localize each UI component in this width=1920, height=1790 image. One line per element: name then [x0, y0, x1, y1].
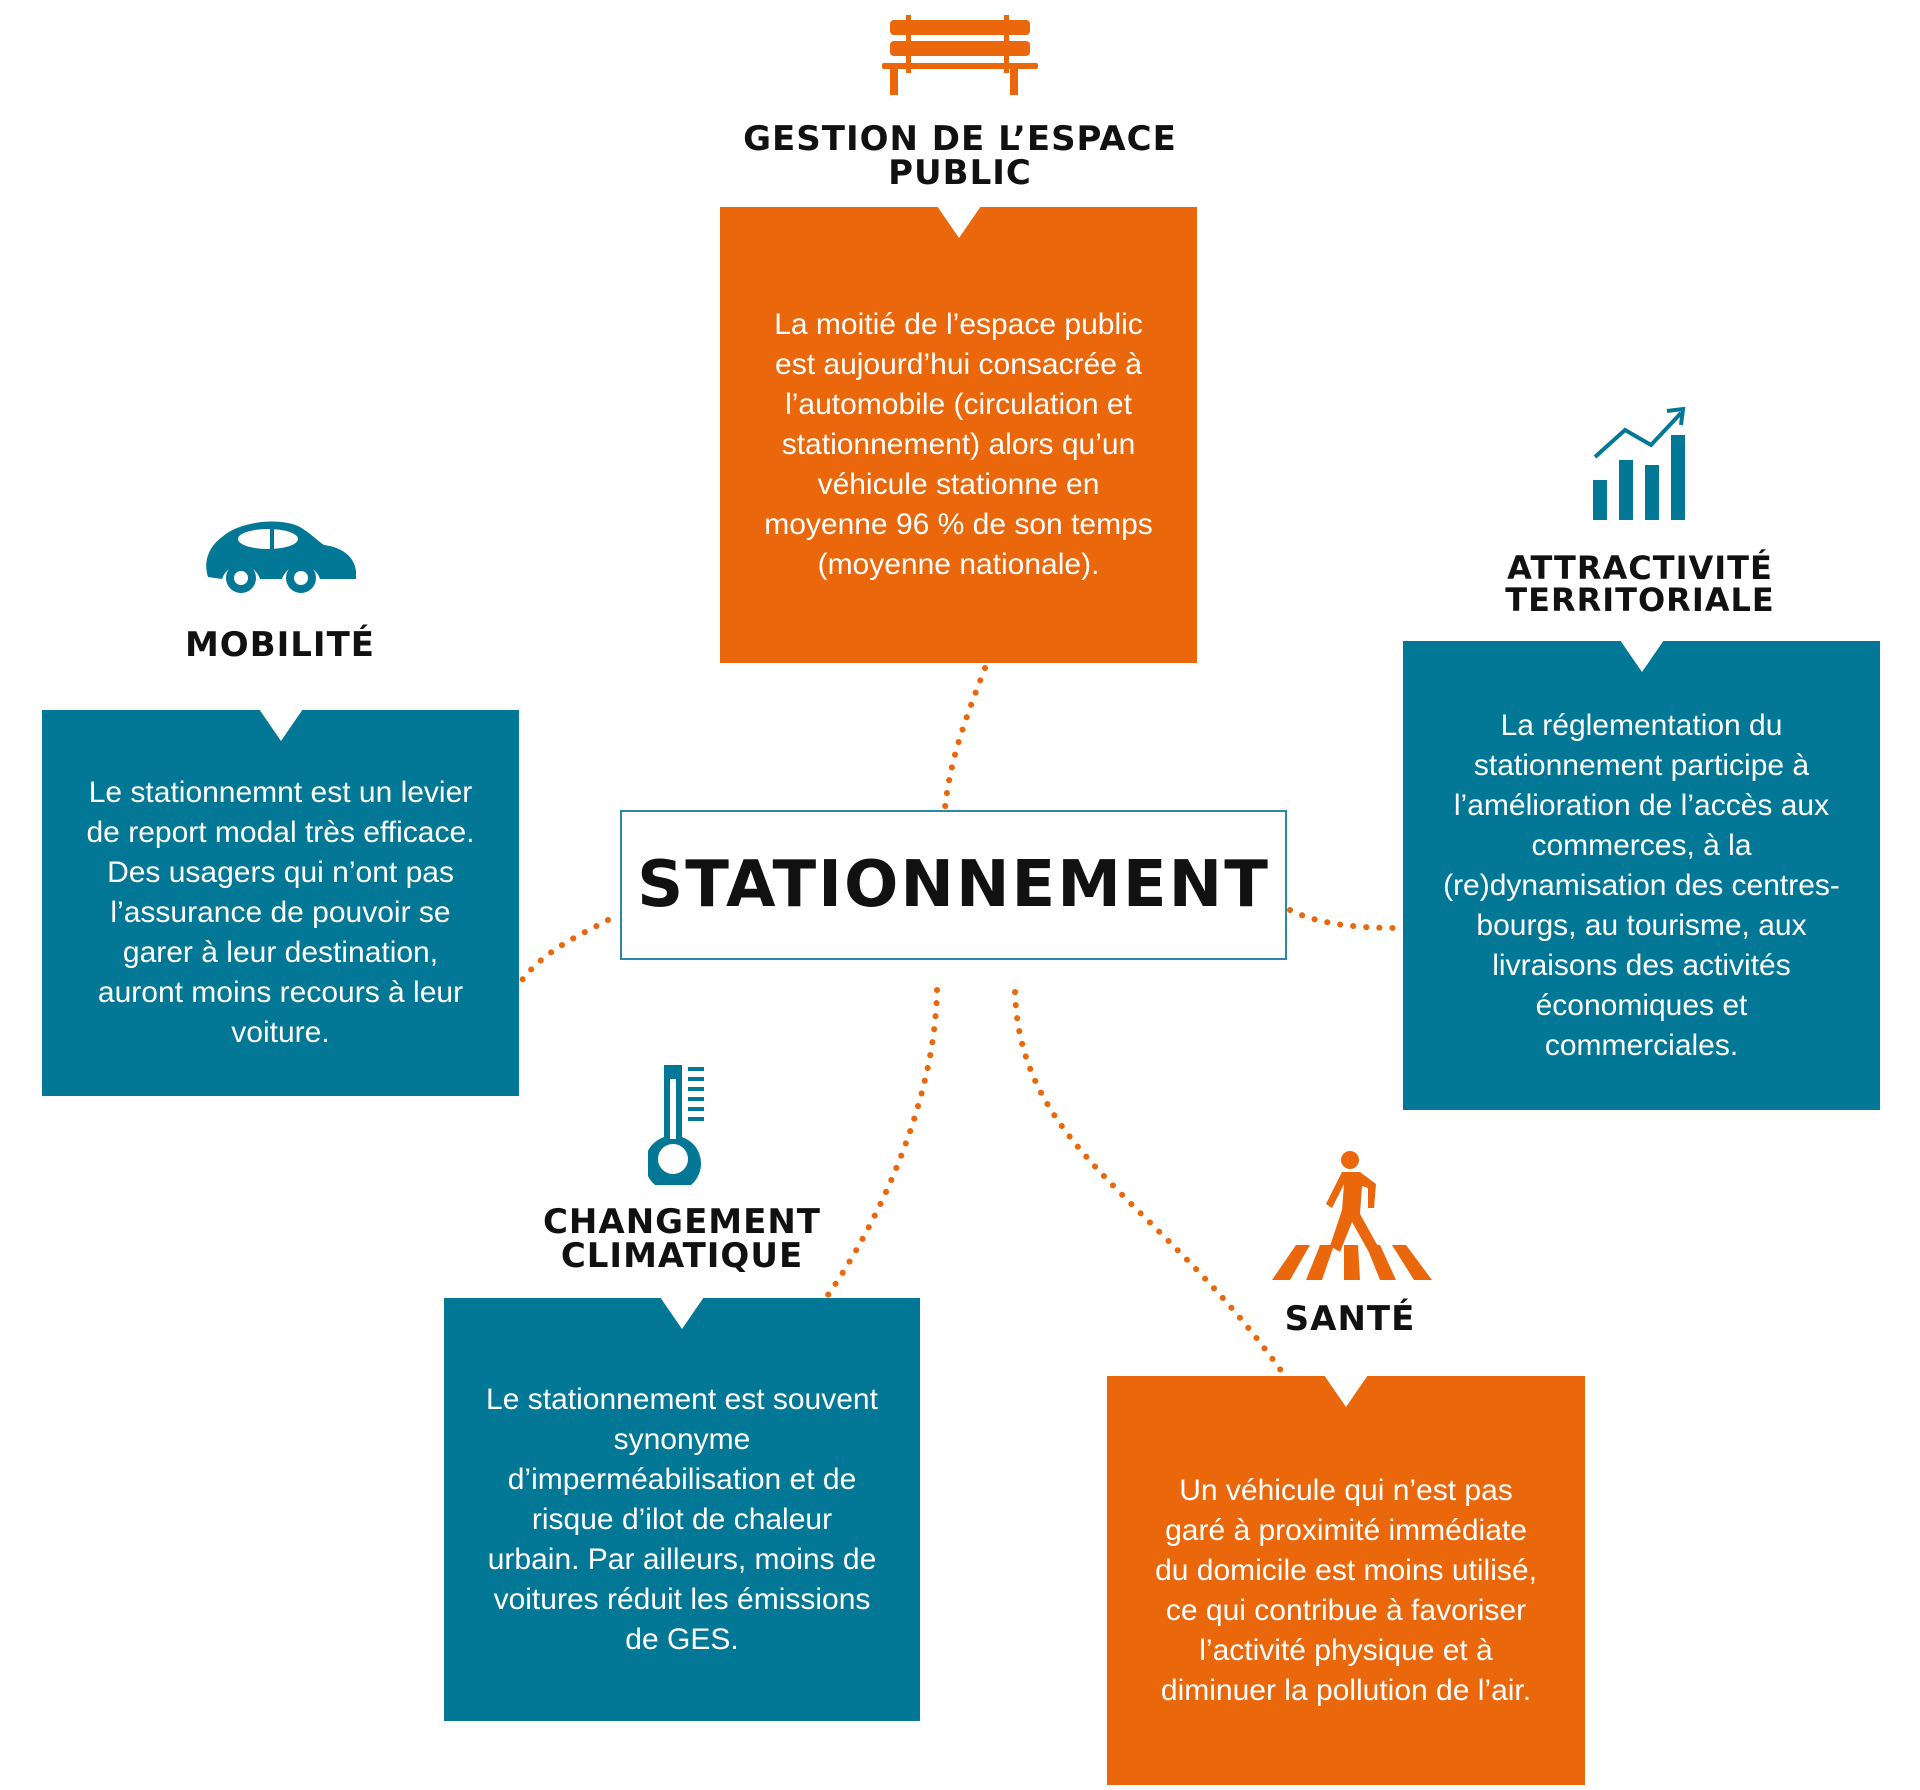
- pointer-notch: [1324, 1375, 1368, 1407]
- central-topic-label: STATIONNEMENT: [637, 848, 1270, 922]
- connector-climat: [825, 987, 940, 1298]
- connector-mobilite: [519, 917, 611, 983]
- theme-box-espace-public: La moitié de l’espace public est aujourd…: [720, 206, 1197, 663]
- theme-box-mobilite: Le stationnemnt est un levier de report …: [42, 709, 519, 1096]
- theme-title-mobilite: MOBILITÉ: [184, 625, 376, 665]
- theme-box-climat: Le stationnement est souvent synonyme d’…: [444, 1297, 920, 1721]
- pointer-notch: [1619, 640, 1664, 672]
- theme-text-climat: Le stationnement est souvent synonyme d’…: [486, 1382, 878, 1656]
- central-topic-box: STATIONNEMENT: [620, 810, 1287, 960]
- theme-box-attractivite: La réglementation du stationnement parti…: [1403, 640, 1880, 1110]
- theme-title-sante: SANTÉ: [1284, 1299, 1416, 1339]
- connector-attractivite: [1287, 907, 1403, 931]
- pointer-notch: [660, 1297, 704, 1329]
- connector-espace-public: [942, 665, 988, 811]
- car-icon: [206, 521, 356, 593]
- pointer-notch: [258, 709, 303, 741]
- theme-title-climat: CHANGEMENT CLIMATIQUE: [542, 1202, 821, 1276]
- connector-sante: [1012, 989, 1285, 1375]
- theme-text-attractivite: La réglementation du stationnement parti…: [1443, 708, 1840, 1062]
- theme-box-sante: Un véhicule qui n’est pas garé à proximi…: [1107, 1375, 1585, 1785]
- pointer-notch: [936, 206, 981, 238]
- theme-text-sante: Un véhicule qui n’est pas garé à proximi…: [1155, 1473, 1537, 1707]
- bench-icon: [882, 15, 1038, 95]
- pedestrian-crossing-icon: [1272, 1151, 1432, 1280]
- theme-text-espace-public: La moitié de l’espace public est aujourd…: [764, 308, 1153, 581]
- thermometer-icon: [648, 1065, 704, 1185]
- theme-text-mobilite: Le stationnemnt est un levier de report …: [86, 776, 475, 1049]
- growth-chart-icon: [1593, 406, 1686, 520]
- theme-title-espace-public: GESTION DE L’ESPACE PUBLIC: [743, 119, 1177, 193]
- theme-title-attractivite: ATTRACTIVITÉ TERRITORIALE: [1505, 549, 1775, 619]
